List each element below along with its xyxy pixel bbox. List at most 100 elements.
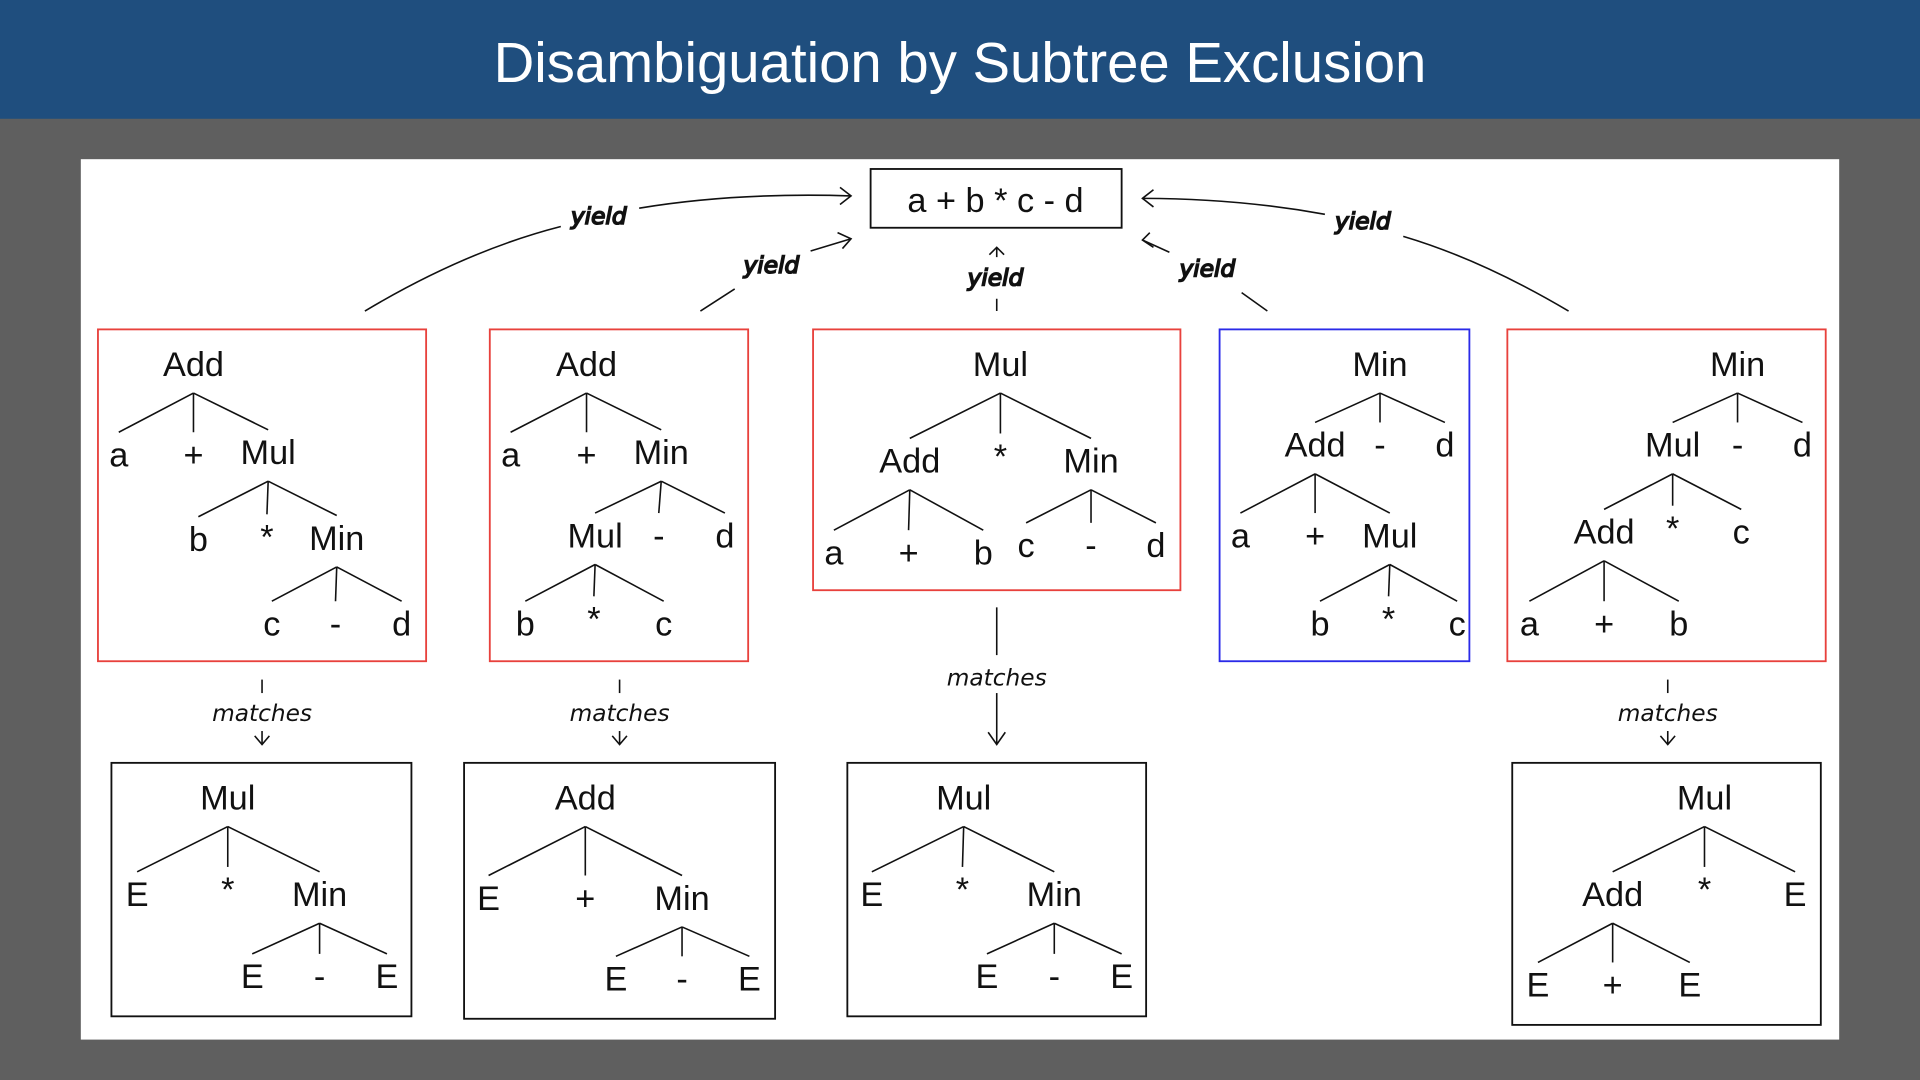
tree-node: E [860, 876, 883, 914]
tree-edge [1603, 473, 1674, 511]
tree-node: Add [1574, 514, 1635, 552]
tree-node: c [263, 606, 280, 644]
yield-arrow: yield [1141, 189, 1569, 312]
tree-node: b [1669, 606, 1688, 644]
tree-node: + [575, 880, 595, 918]
tree-node: b [516, 606, 535, 644]
tree-node: + [577, 437, 597, 475]
tree-node: * [260, 519, 273, 557]
tree-box [97, 328, 428, 663]
tree-node: - [1374, 427, 1385, 465]
tree-node: b [1310, 606, 1329, 644]
matches-arrow: matches [947, 607, 1047, 746]
tree-edge [1704, 825, 1796, 873]
tree-node: Min [1063, 443, 1118, 481]
yield-label: yield [1178, 256, 1235, 283]
tree-edge [1240, 473, 1316, 514]
tree-node: Mul [567, 517, 622, 555]
tree-node: - [676, 961, 687, 999]
tree-edge [1090, 489, 1157, 524]
tree-edge [1000, 392, 1092, 440]
tree-edge [657, 481, 663, 514]
tree-edge [963, 825, 1055, 873]
tree-node: * [221, 871, 234, 909]
tree-edge [1053, 922, 1122, 955]
tree-edge [584, 825, 683, 877]
matches-arrow: matches [212, 679, 312, 746]
tree-node: d [1435, 427, 1454, 465]
tree-node: E [477, 880, 500, 918]
tree-edge [833, 489, 911, 531]
tree-edge [227, 825, 320, 873]
tree-edge [1672, 392, 1738, 424]
tree-node: Add [1285, 427, 1346, 465]
tree-edge [267, 480, 338, 517]
tree-node: Add [163, 346, 224, 384]
tree-node: + [1603, 967, 1623, 1005]
sentence-box: a + b * c - d [869, 168, 1123, 229]
tree-node: Mul [973, 346, 1028, 384]
tree-node: + [183, 437, 203, 475]
tree-node: E [1110, 958, 1133, 996]
pattern-trees: MulE*MinE-EAddE+MinE-EMulE*MinE-EMulAdd*… [110, 761, 1822, 1026]
tree-box [1218, 328, 1471, 663]
tree-node: Mul [200, 779, 255, 817]
tree-node: * [994, 438, 1007, 476]
tree-node: a [1520, 606, 1540, 644]
tree-edge [1314, 473, 1391, 514]
tree-node: Add [555, 779, 616, 817]
tree-node: Add [879, 443, 940, 481]
tree-node: * [1666, 510, 1679, 548]
tree-node: - [1085, 527, 1096, 565]
matches-label: matches [947, 665, 1047, 692]
tree-edge [909, 392, 1001, 440]
tree-node: Min [292, 876, 347, 914]
matches-label: matches [570, 700, 670, 727]
tree-node: * [587, 601, 600, 639]
sentence-text: a + b * c - d [907, 182, 1083, 220]
tree-node: a [109, 437, 129, 475]
tree-edge [1603, 560, 1680, 602]
tree-edge [594, 563, 665, 602]
yield-label: yield [570, 203, 627, 230]
tree-node: Min [634, 434, 689, 472]
tree-node: E [241, 958, 264, 996]
tree-edge [961, 826, 965, 867]
tree-box [812, 328, 1182, 592]
tree-node: + [1594, 606, 1614, 644]
yield-arrow: yield [966, 246, 1024, 312]
tree-node: b [189, 521, 208, 559]
tree-node: Mul [1362, 517, 1417, 555]
tree-node: E [1784, 876, 1807, 914]
tree-edge [907, 489, 911, 531]
tree-edge [660, 480, 726, 514]
tree-node: - [1049, 958, 1060, 996]
tree-node: c [1449, 606, 1466, 644]
tree-node: Min [654, 880, 709, 918]
tree-node: Mul [1677, 779, 1732, 817]
tree-edge [136, 825, 229, 873]
tree-edge [271, 566, 338, 602]
yield-label: yield [1334, 208, 1391, 235]
tree-edge [871, 825, 965, 873]
tree-node: - [330, 606, 341, 644]
tree-node: E [976, 958, 999, 996]
tree-box [110, 761, 413, 1018]
tree-edge [1672, 473, 1742, 511]
tree-node: c [1733, 514, 1750, 552]
tree-node: Min [1710, 346, 1765, 384]
yield-label: yield [743, 252, 800, 279]
tree-edge [319, 922, 388, 955]
tree-node: a [824, 534, 844, 572]
tree-edge [118, 392, 194, 433]
tree-edge [198, 480, 269, 518]
tree-node: - [1732, 427, 1743, 465]
